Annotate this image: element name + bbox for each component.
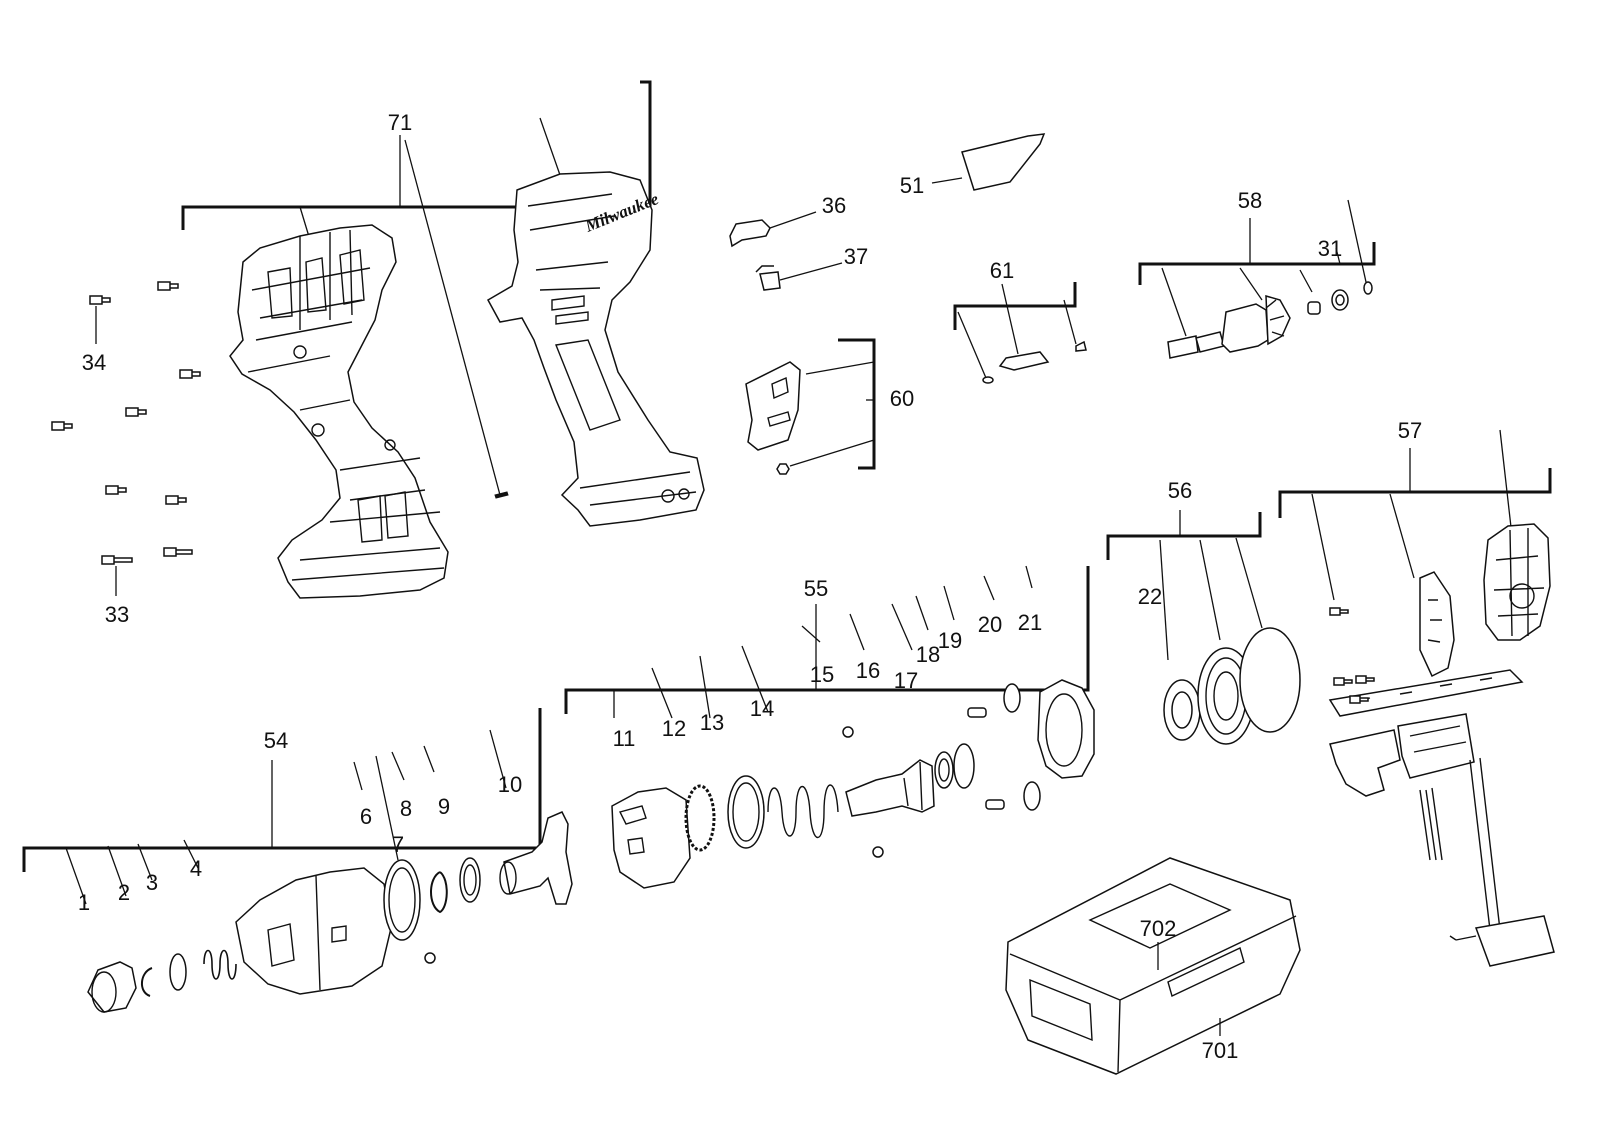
callout-9: 9 — [438, 794, 450, 819]
label-plate-51 — [931, 133, 1046, 191]
callout-20: 20 — [978, 612, 1002, 637]
callout-3: 3 — [146, 870, 158, 895]
callout-12: 12 — [662, 716, 686, 741]
callout-71: 71 — [388, 110, 412, 135]
callout-labels: 71 34 33 36 37 51 60 61 58 31 57 56 22 5… — [78, 110, 1422, 1063]
carry-case — [1005, 857, 1301, 1075]
callout-2: 2 — [118, 880, 130, 905]
housing-right-half — [486, 171, 705, 527]
callout-17: 17 — [894, 668, 918, 693]
group-57-stator-electronics — [1278, 429, 1555, 967]
housing-left-half — [229, 224, 449, 599]
callout-10: 10 — [498, 772, 522, 797]
anvil-10 — [503, 811, 573, 905]
gear-case-54 — [235, 867, 393, 995]
callout-7: 7 — [392, 832, 404, 857]
callout-36: 36 — [822, 193, 846, 218]
callout-34: 34 — [82, 350, 106, 375]
callout-701: 701 — [1202, 1038, 1239, 1063]
control-board — [1328, 669, 1524, 717]
callout-702: 702 — [1140, 916, 1177, 941]
callout-37: 37 — [844, 244, 868, 269]
group-60-direction-switch — [745, 338, 876, 475]
callout-55: 55 — [804, 576, 828, 601]
switch-part-36 — [729, 219, 771, 248]
group-55-hammer — [564, 565, 1095, 889]
callout-11: 11 — [613, 726, 636, 751]
callout-8: 8 — [400, 796, 412, 821]
stator — [1483, 523, 1551, 641]
spindle-16 — [845, 759, 935, 817]
callout-13: 13 — [700, 710, 724, 735]
clip-part-37 — [755, 265, 781, 291]
pcb-disc — [1419, 571, 1455, 678]
callout-18: 18 — [916, 642, 940, 667]
group-54-anvil — [22, 708, 573, 1013]
callout-31: 31 — [1318, 236, 1342, 261]
spring-14 — [767, 784, 839, 838]
callout-6: 6 — [360, 804, 372, 829]
group-61 — [953, 282, 1087, 384]
callout-4: 4 — [190, 856, 202, 881]
hammer-11 — [611, 787, 691, 889]
housing-screws — [51, 281, 201, 565]
group-56-bearing — [1106, 510, 1301, 745]
carry-case-701 — [1005, 857, 1301, 1075]
callout-22: 22 — [1138, 584, 1162, 609]
callout-51: 51 — [900, 173, 924, 198]
callout-19: 19 — [938, 628, 962, 653]
callout-56: 56 — [1168, 478, 1192, 503]
trigger-switch — [1329, 729, 1401, 797]
parts-36-37 — [729, 211, 843, 291]
callout-15: 15 — [810, 662, 834, 687]
callout-21: 21 — [1018, 610, 1042, 635]
callout-54: 54 — [264, 728, 288, 753]
callout-58: 58 — [1238, 188, 1262, 213]
callout-14: 14 — [750, 696, 774, 721]
callout-16: 16 — [856, 658, 880, 683]
group-58-rotor — [1138, 199, 1376, 359]
callout-57: 57 — [1398, 418, 1422, 443]
callout-61: 61 — [990, 258, 1014, 283]
callout-33: 33 — [105, 602, 129, 627]
callout-60: 60 — [890, 386, 914, 411]
battery-terminal — [1474, 915, 1555, 967]
callout-1: 1 — [78, 890, 90, 915]
group-71-housing: Milwaukee — [51, 80, 705, 599]
